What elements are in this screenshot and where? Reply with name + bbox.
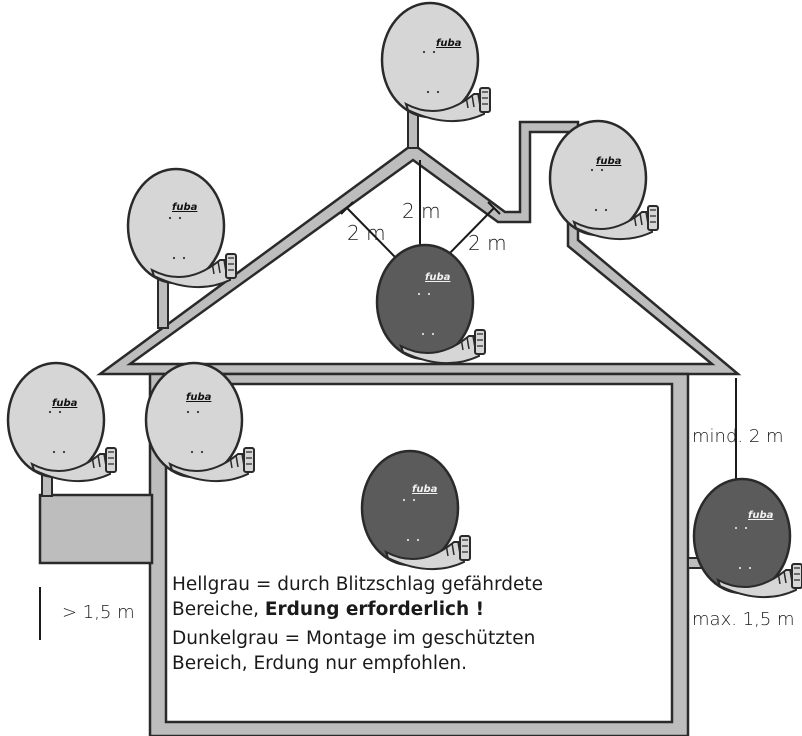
- max-distance-label: max. 1,5 m: [692, 609, 795, 630]
- dish-top-light: fuba: [380, 1, 492, 123]
- dish-brand-label: fuba: [596, 156, 622, 167]
- dish-brand-label: fuba: [436, 38, 462, 49]
- dish-wall-dark: fuba: [692, 477, 802, 599]
- dish-eave-light: fuba: [144, 361, 256, 483]
- legend-dark-text-1: Dunkelgrau = Montage im geschützten: [172, 628, 536, 649]
- dish-roof-left-light: fuba: [126, 167, 238, 289]
- tick-left: [340, 201, 354, 215]
- dish-brand-label: fuba: [186, 392, 212, 403]
- distance-line-right: [445, 207, 495, 258]
- distance-line-left: [346, 207, 396, 258]
- legend-dark: Dunkelgrau = Montage im geschützten Bere…: [172, 626, 642, 676]
- gt-distance-label: > 1,5 m: [62, 602, 135, 623]
- distance-label-left: 2 m: [347, 221, 386, 245]
- dish-brand-label: fuba: [172, 202, 198, 213]
- legend: Hellgrau = durch Blitzschlag gefährdete …: [172, 572, 642, 680]
- left-annex: [38, 493, 154, 565]
- legend-dark-text-2: Bereich, Erdung nur empfohlen.: [172, 653, 468, 674]
- legend-light-emphasis: Erdung erforderlich !: [264, 599, 485, 620]
- mind-distance-label: mind. 2 m: [692, 426, 784, 447]
- dish-interior-dark: fuba: [360, 449, 472, 571]
- dish-brand-label: fuba: [412, 484, 438, 495]
- dish-brand-label: fuba: [748, 510, 774, 521]
- dish-brand-label: fuba: [425, 272, 451, 283]
- distance-label-center: 2 m: [402, 199, 441, 223]
- legend-light-text-1: Hellgrau = durch Blitzschlag gefährdete: [172, 574, 544, 595]
- dish-brand-label: fuba: [52, 398, 78, 409]
- tick-right: [487, 201, 501, 215]
- legend-light: Hellgrau = durch Blitzschlag gefährdete …: [172, 572, 642, 622]
- distance-label-right: 2 m: [468, 231, 507, 255]
- legend-light-text-2: Bereiche,: [172, 599, 259, 620]
- dish-chimney-light: fuba: [548, 119, 660, 241]
- dish-annex-light: fuba: [6, 361, 118, 483]
- left-roof-mast: [157, 277, 169, 329]
- dish-attic-dark: fuba: [375, 243, 487, 365]
